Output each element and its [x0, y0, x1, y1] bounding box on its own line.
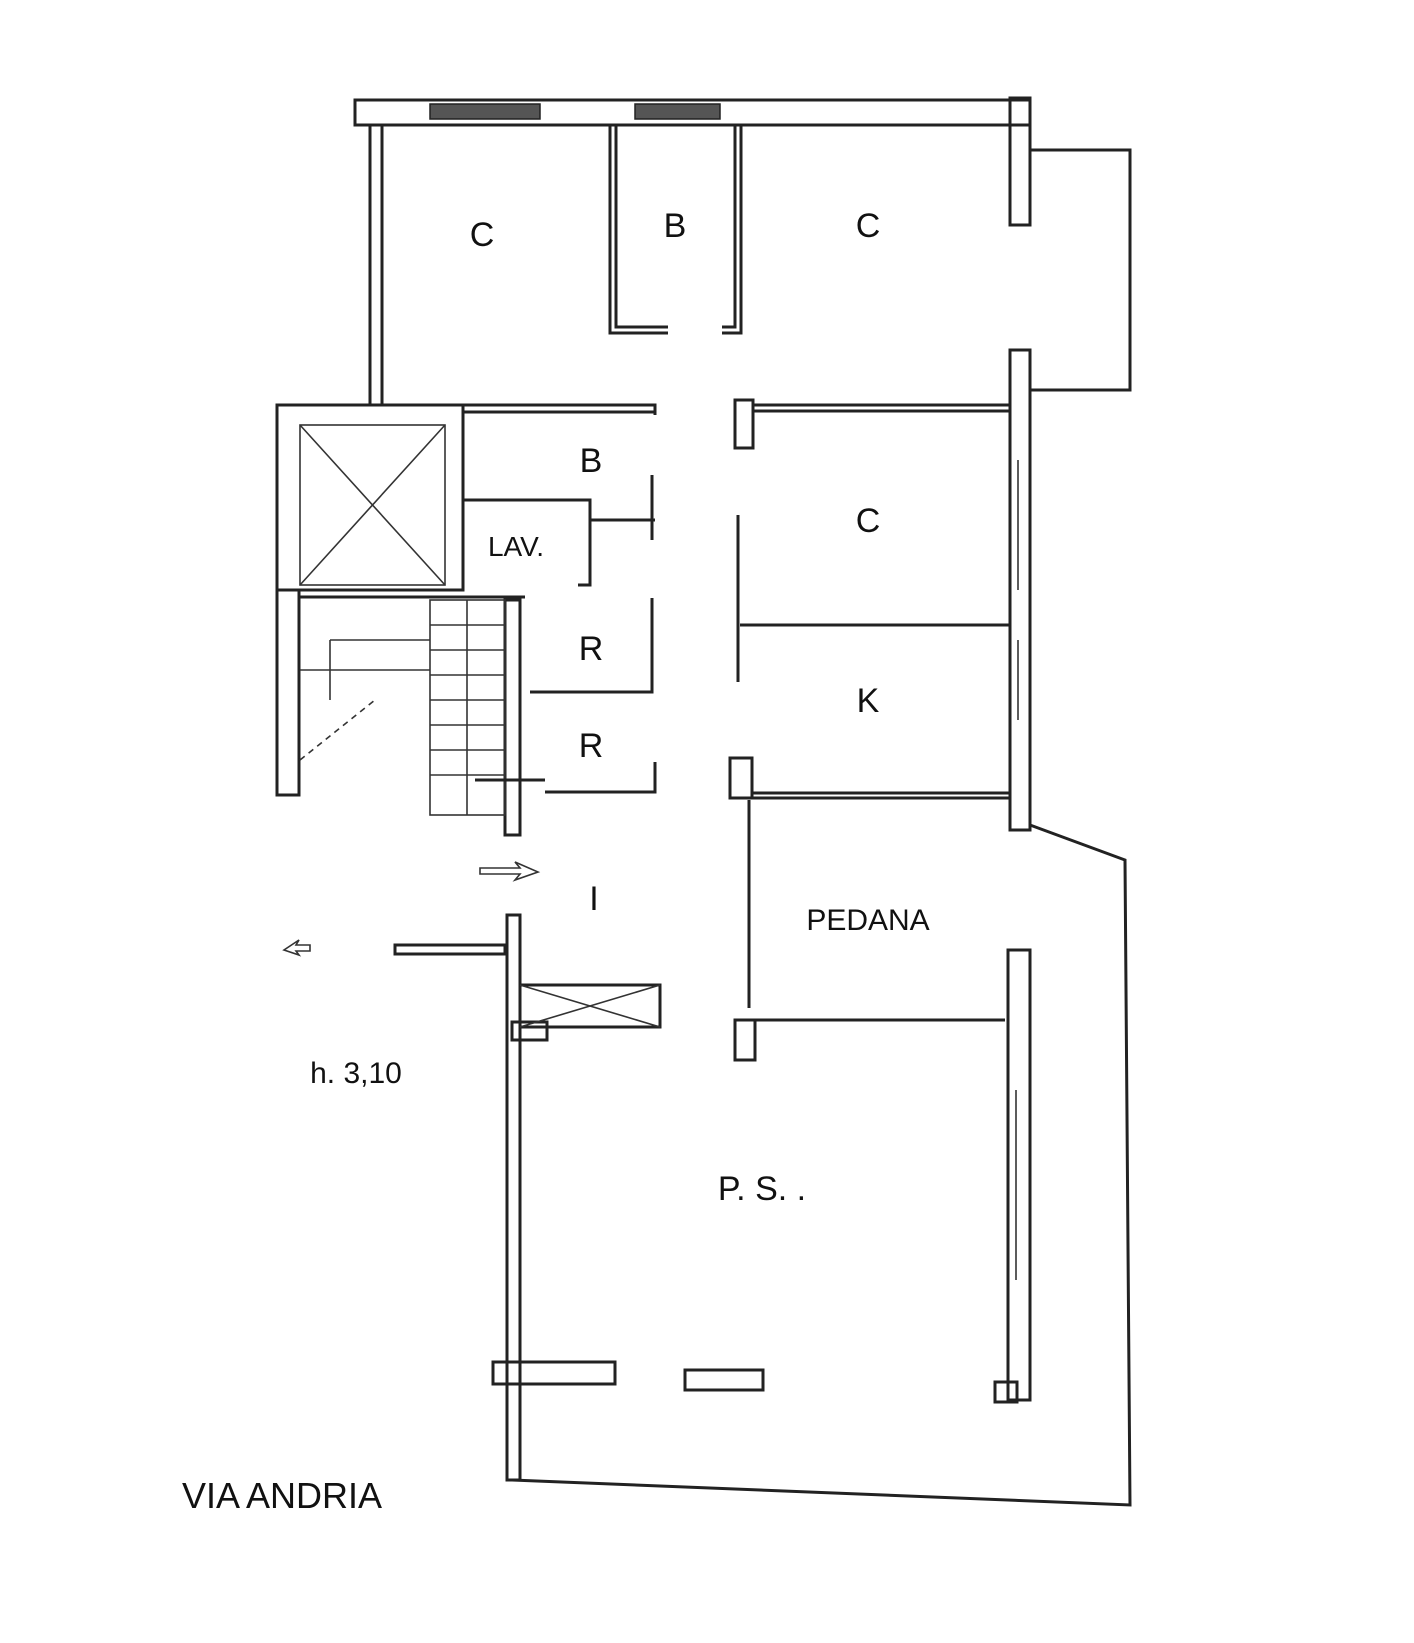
top-wall [353, 96, 1032, 227]
street-label: VIA ANDRIA [182, 1475, 382, 1516]
room-label-c3: C [856, 502, 881, 540]
interior-walls [277, 123, 1032, 832]
room-label-b1: B [664, 207, 687, 245]
balcony [1030, 148, 1132, 392]
entry-arrow-icon [479, 861, 541, 882]
elevator-shaft [275, 403, 465, 592]
staircase [275, 588, 545, 837]
room-label-lav: LAV. [488, 531, 544, 562]
room-label-b2: B [580, 442, 603, 480]
room-label-r1: R [579, 630, 604, 668]
room-label-pedana: PEDANA [806, 904, 929, 937]
room-label-ps: P. S. . [718, 1170, 806, 1208]
room-label-c1: C [470, 216, 495, 254]
room-label-r2: R [579, 727, 604, 765]
room-label-c2: C [856, 207, 881, 245]
closet [518, 983, 662, 1029]
room-label-i: I [589, 880, 598, 918]
exit-arrow-icon [282, 939, 311, 957]
lower-walls [393, 800, 1132, 1507]
ceiling-height-note: h. 3,10 [310, 1057, 402, 1090]
room-label-k: K [857, 682, 880, 720]
